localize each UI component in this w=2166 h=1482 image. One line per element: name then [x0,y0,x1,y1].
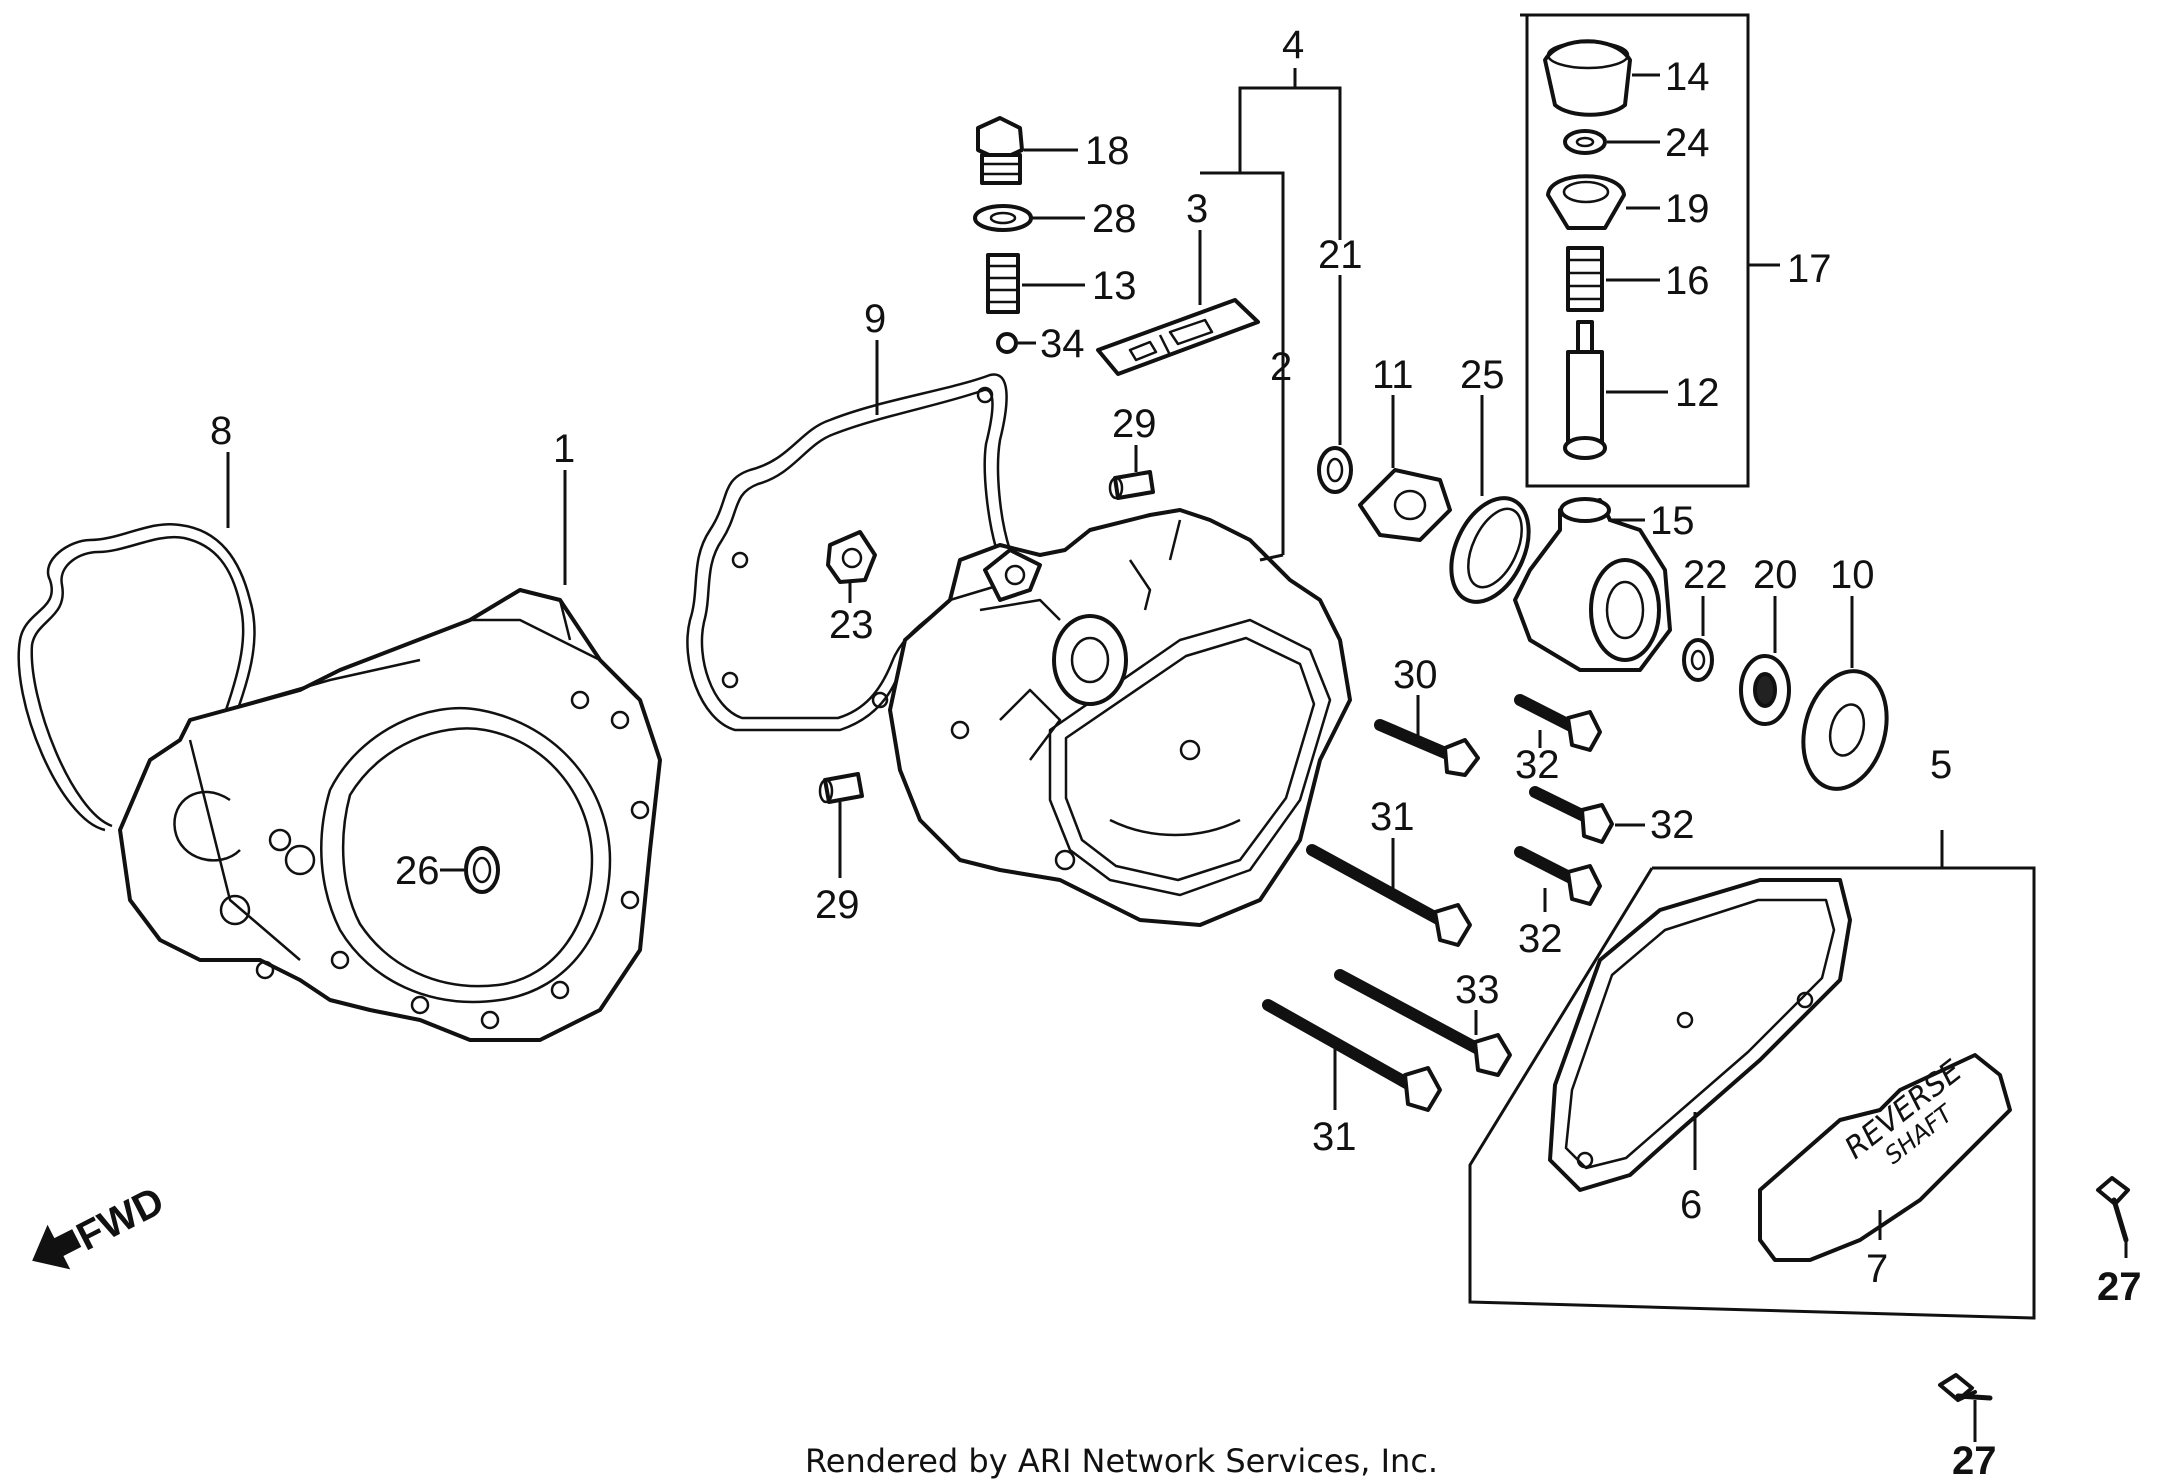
callout-33[interactable]: 33 [1455,968,1500,1012]
right-crankcase-cover-2[interactable] [888,508,1352,927]
bolt-31-upper[interactable] [1306,844,1472,947]
callout-16[interactable]: 16 [1665,259,1710,303]
fwd-label: FWD [70,1179,171,1260]
spring-13[interactable] [986,253,1020,314]
fwd-arrow-icon: FWD [32,1179,171,1270]
bolt-32-b[interactable] [1529,786,1614,844]
washer-22[interactable] [1682,638,1714,682]
ball-34[interactable] [996,332,1018,354]
callout-26[interactable]: 26 [395,849,440,893]
callout-7[interactable]: 7 [1866,1247,1888,1291]
callout-22[interactable]: 22 [1683,553,1728,597]
rivet-27-right[interactable] [2096,1176,2130,1243]
assembly-17-box [1520,13,1780,488]
callout-32a[interactable]: 32 [1515,743,1560,787]
callout-32b[interactable]: 32 [1650,803,1695,847]
callout-13[interactable]: 13 [1092,264,1137,308]
callout-18[interactable]: 18 [1085,129,1130,173]
clip-23[interactable] [826,530,877,584]
callout-23[interactable]: 23 [829,603,874,647]
rivet-27-bottom[interactable] [1938,1373,1993,1402]
washer-10[interactable] [1791,662,1899,799]
callout-30[interactable]: 30 [1393,653,1438,697]
dowel-pin-29-lower[interactable] [818,772,864,804]
callout-31b[interactable]: 31 [1312,1115,1357,1159]
callout-9[interactable]: 9 [864,297,886,341]
footer-credit: Rendered by ARI Network Services, Inc. [805,1442,1438,1480]
washer-28[interactable] [973,204,1033,232]
bolt-30[interactable] [1374,719,1480,777]
dowel-pin-29-upper[interactable] [1108,470,1155,500]
callout-5[interactable]: 5 [1930,743,1952,787]
callout-25[interactable]: 25 [1460,353,1505,397]
cap-14[interactable] [1543,39,1632,117]
callout-29a[interactable]: 29 [1112,402,1157,446]
callout-1[interactable]: 1 [553,427,575,471]
bolt-18[interactable] [976,116,1024,185]
o-ring-21[interactable] [1317,446,1353,494]
callout-27b[interactable]: 27 [1952,1439,1997,1482]
callout-27a[interactable]: 27 [2097,1265,2142,1309]
callout-6[interactable]: 6 [1680,1183,1702,1227]
callout-21[interactable]: 21 [1318,233,1363,277]
bolt-32-a[interactable] [1514,694,1602,752]
callout-11[interactable]: 11 [1372,353,1414,397]
callout-2[interactable]: 2 [1270,345,1292,389]
callout-24[interactable]: 24 [1665,121,1710,165]
label-plate-3[interactable] [1096,298,1260,376]
callout-31a[interactable]: 31 [1370,795,1415,839]
bolt-32-c[interactable] [1514,846,1602,906]
callout-14[interactable]: 14 [1665,55,1710,99]
bolt-31-lower[interactable] [1262,999,1442,1112]
callout-29b[interactable]: 29 [815,883,860,927]
bolt-33[interactable] [1334,969,1512,1077]
callout-8[interactable]: 8 [210,409,232,453]
callout-19[interactable]: 19 [1665,187,1710,231]
spring-16[interactable] [1566,246,1604,312]
callout-12[interactable]: 12 [1675,371,1720,415]
leader-2 [1259,390,1285,562]
callout-17[interactable]: 17 [1787,247,1832,291]
assembly-5-box [1468,830,2036,1320]
bearing-20[interactable] [1739,654,1791,726]
collar-11[interactable] [1358,468,1452,542]
left-crankcase-cover-1[interactable] [118,588,662,1042]
callout-20[interactable]: 20 [1753,553,1798,597]
callout-15[interactable]: 15 [1650,499,1695,543]
washer-24[interactable] [1563,129,1607,155]
shaft-12[interactable] [1563,320,1607,460]
callout-32c[interactable]: 32 [1518,917,1563,961]
valve-body-15[interactable] [1513,497,1672,672]
callout-4[interactable]: 4 [1282,23,1304,67]
callout-34[interactable]: 34 [1040,322,1085,366]
o-ring-25[interactable] [1436,486,1544,614]
callout-3[interactable]: 3 [1186,187,1208,231]
label-7-reverse-shaft[interactable]: REVERSE SHAFT [1758,1053,2012,1262]
oil-seal-26[interactable] [464,846,500,894]
callout-28[interactable]: 28 [1092,197,1137,241]
bracket-4 [1200,68,1342,390]
cover-6[interactable] [1548,878,1852,1192]
callout-10[interactable]: 10 [1830,553,1875,597]
valve-19[interactable] [1546,174,1626,230]
